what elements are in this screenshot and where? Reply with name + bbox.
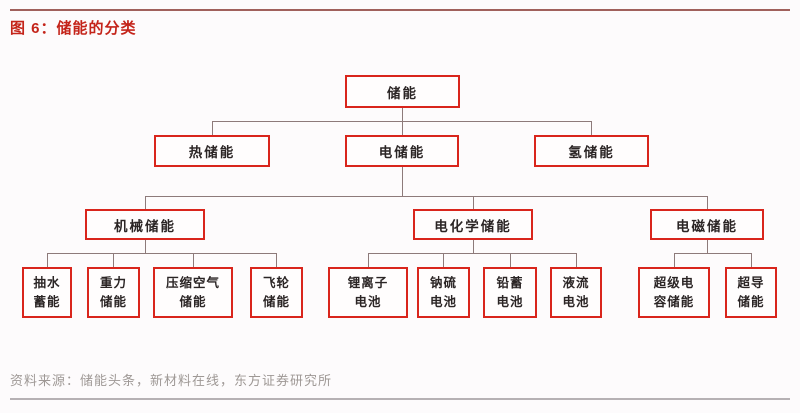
connector-line bbox=[368, 253, 369, 267]
source-attribution: 资料来源：储能头条，新材料在线，东方证券研究所 bbox=[10, 373, 333, 388]
figure-title: 图 6：储能的分类 bbox=[10, 20, 137, 37]
connector-line bbox=[47, 253, 48, 267]
connector-line bbox=[402, 167, 403, 196]
connector-line bbox=[368, 253, 576, 254]
node-flow-battery: 液流 电池 bbox=[550, 267, 602, 318]
connector-line bbox=[443, 253, 444, 267]
connector-line bbox=[510, 253, 511, 267]
connector-line bbox=[276, 253, 277, 267]
connector-line bbox=[707, 196, 708, 209]
connector-line bbox=[473, 240, 474, 253]
node-superconducting-storage: 超导 储能 bbox=[725, 267, 777, 318]
connector-line bbox=[674, 253, 751, 254]
node-mechanical-storage: 机械储能 bbox=[85, 209, 205, 240]
node-electromagnetic-storage: 电磁储能 bbox=[650, 209, 764, 240]
connector-line bbox=[145, 196, 707, 197]
connector-line bbox=[47, 253, 277, 254]
connector-line bbox=[113, 253, 114, 267]
connector-line bbox=[576, 253, 577, 267]
node-electrochemical-storage: 电化学储能 bbox=[413, 209, 533, 240]
connector-line bbox=[707, 240, 708, 253]
node-flywheel-storage: 飞轮 储能 bbox=[250, 267, 303, 318]
node-energy-storage: 储能 bbox=[345, 75, 460, 108]
connector-line bbox=[212, 121, 213, 135]
connector-line bbox=[473, 196, 474, 209]
connector-line bbox=[674, 253, 675, 267]
node-lead-acid-battery: 铅蓄 电池 bbox=[483, 267, 537, 318]
node-supercapacitor-storage: 超级电 容储能 bbox=[638, 267, 710, 318]
node-gravity-storage: 重力 储能 bbox=[87, 267, 140, 318]
node-sodium-sulfur-battery: 钠硫 电池 bbox=[417, 267, 470, 318]
connector-line bbox=[145, 196, 146, 209]
top-divider bbox=[10, 9, 790, 11]
connector-line bbox=[591, 121, 592, 135]
node-thermal-storage: 热储能 bbox=[154, 135, 270, 167]
connector-line bbox=[212, 121, 592, 122]
connector-line bbox=[751, 253, 752, 267]
node-lithium-ion-battery: 锂离子 电池 bbox=[328, 267, 408, 318]
node-compressed-air-storage: 压缩空气 储能 bbox=[153, 267, 233, 318]
node-electrical-storage: 电储能 bbox=[345, 135, 459, 167]
bottom-divider bbox=[10, 398, 790, 400]
connector-line bbox=[193, 253, 194, 267]
node-pumped-hydro-storage: 抽水 蓄能 bbox=[22, 267, 72, 318]
node-hydrogen-storage: 氢储能 bbox=[534, 135, 649, 167]
connector-line bbox=[145, 240, 146, 253]
